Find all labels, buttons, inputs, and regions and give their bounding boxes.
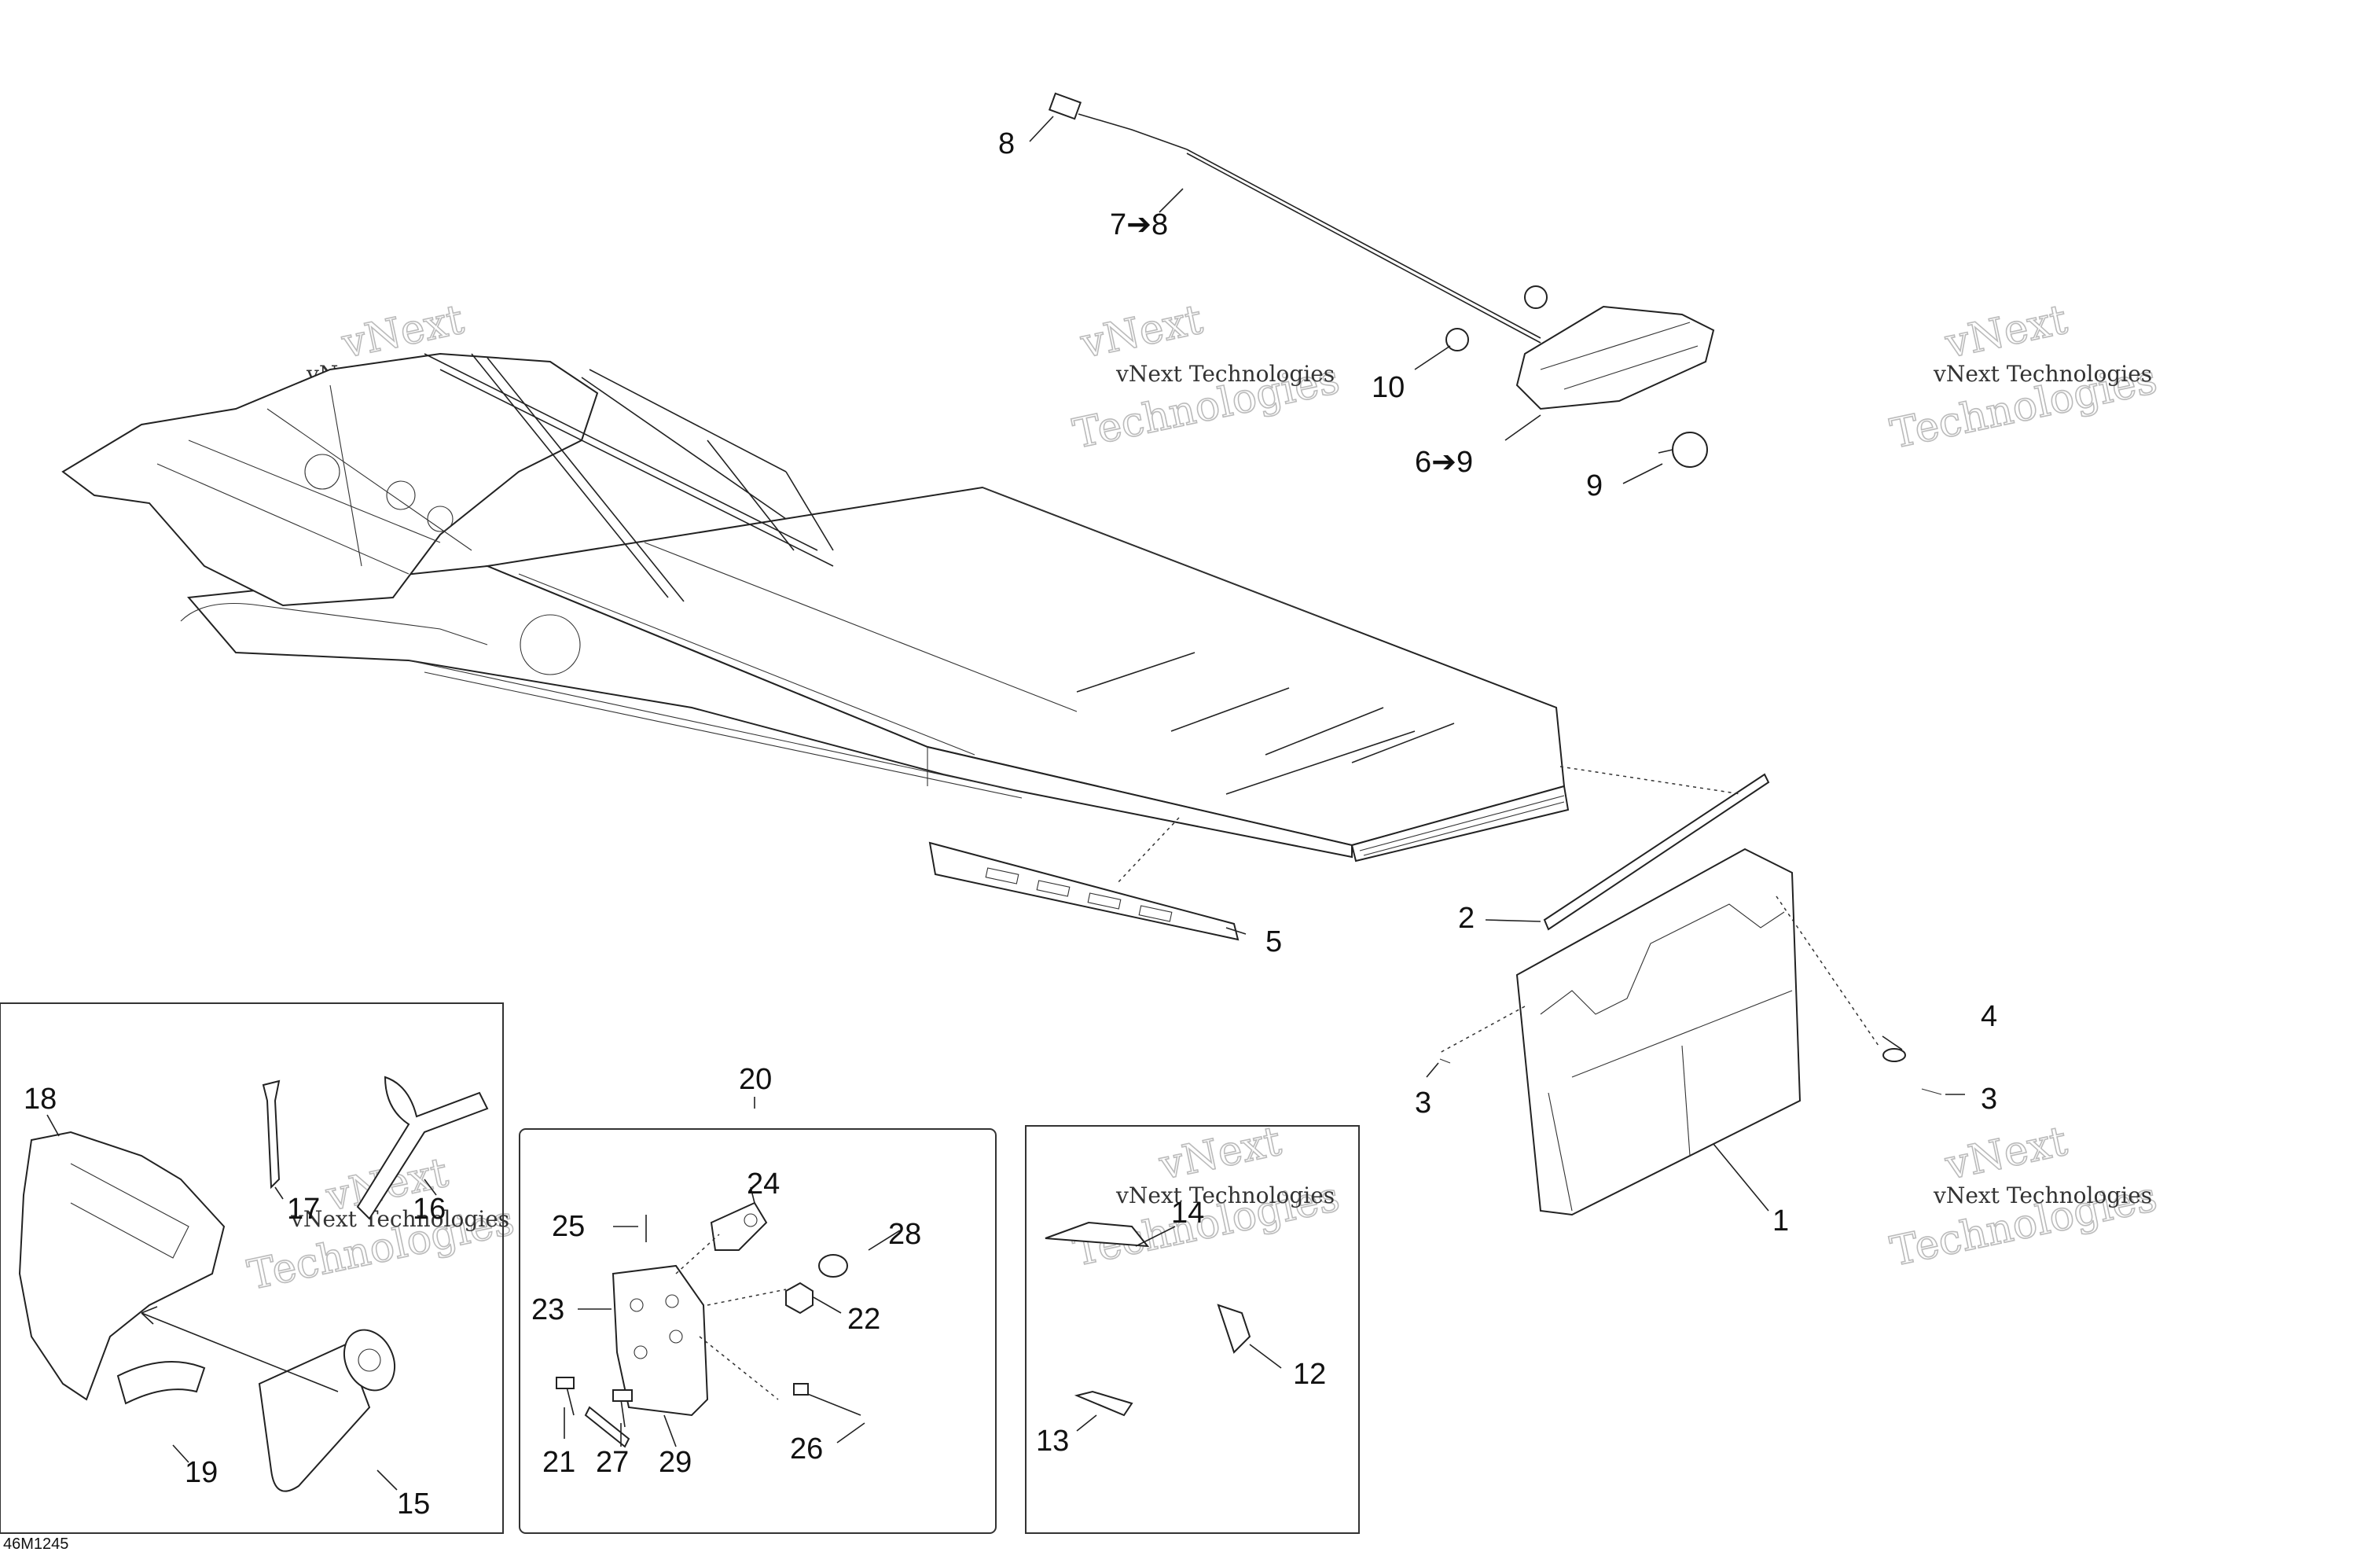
callout-29: 29 — [659, 1446, 692, 1479]
callout-20: 20 — [739, 1063, 772, 1096]
watermark-bottom-center: vNext Technologies vNext Technologies — [1068, 1117, 1344, 1277]
reinforcement-strip — [1543, 773, 1770, 931]
callouts: 8 7➔8 10 6➔9 9 5 2 3 4 3 1 18 17 16 19 1… — [24, 127, 1997, 1521]
watermark-bottom-right: vNext Technologies vNext Technologies — [1886, 1117, 2161, 1277]
watermark-text: vNext — [1076, 296, 1207, 368]
callout-26: 26 — [790, 1432, 823, 1466]
nut-part — [1882, 1048, 1906, 1062]
decal-box — [1025, 1125, 1360, 1534]
callout-22: 22 — [847, 1303, 880, 1336]
bolt-head — [556, 1377, 575, 1389]
callout-6: 6➔9 — [1415, 446, 1473, 479]
callout-21: 21 — [542, 1446, 575, 1479]
watermark-text: vNext Technologies — [290, 1206, 509, 1232]
tail-light-assembly — [1048, 92, 1715, 468]
callout-3-right: 3 — [1981, 1083, 1997, 1116]
decal-14 — [1045, 1221, 1150, 1248]
watermark-text: vNext Technologies — [1933, 361, 2152, 387]
tool-bag — [18, 1131, 226, 1401]
wrench-tool — [262, 1079, 281, 1190]
grommet-part — [1524, 285, 1548, 309]
wire-part — [1186, 149, 1541, 339]
callout-10: 10 — [1372, 371, 1405, 404]
callout-13: 13 — [1036, 1425, 1069, 1458]
callout-9: 9 — [1586, 469, 1603, 502]
callout-5: 5 — [1265, 925, 1282, 958]
strap-part — [116, 1361, 206, 1405]
callout-7: 7➔8 — [1110, 208, 1168, 241]
hitch-plate — [612, 1264, 709, 1417]
callout-25: 25 — [552, 1210, 585, 1243]
leader-lines — [46, 116, 1965, 1491]
tow-hitch-parts — [556, 1201, 861, 1448]
pin-part — [801, 1391, 861, 1416]
callout-4: 4 — [1981, 1000, 1997, 1033]
bushing-part — [818, 1254, 848, 1278]
callout-1: 1 — [1772, 1204, 1789, 1238]
decal-12 — [1217, 1304, 1251, 1354]
callout-24: 24 — [747, 1168, 780, 1201]
connector-part — [1048, 92, 1082, 120]
callout-14: 14 — [1171, 1197, 1204, 1230]
callout-8: 8 — [998, 127, 1015, 160]
callout-23: 23 — [531, 1293, 564, 1326]
tool-kit-parts — [18, 1076, 489, 1492]
hitch-bracket — [710, 1201, 768, 1251]
watermark-text: vNext — [1941, 1118, 2071, 1190]
spanner-tool — [356, 1076, 489, 1220]
wire-part — [1078, 113, 1188, 150]
bolt-head — [612, 1389, 633, 1402]
grommet-part — [1445, 328, 1469, 351]
chassis-frame — [61, 352, 1570, 862]
tow-hitch-box — [519, 1128, 997, 1534]
decal-parts — [1045, 1221, 1251, 1417]
callout-18: 18 — [24, 1083, 57, 1116]
watermark-text: vNext Technologies — [1115, 361, 1335, 387]
callout-3-left: 3 — [1415, 1087, 1431, 1120]
snow-flap — [1515, 848, 1802, 1216]
screw-part — [1439, 1058, 1451, 1064]
watermark-text: vNext — [1941, 296, 2071, 368]
tail-light-housing — [1515, 305, 1715, 410]
nut-part — [785, 1282, 814, 1315]
bulb-part — [1672, 432, 1708, 468]
drawing-code: 46M1245 — [3, 1535, 68, 1552]
callout-16: 16 — [413, 1193, 446, 1226]
callout-19: 19 — [185, 1456, 218, 1489]
rear-flap-assembly — [928, 766, 1942, 1216]
callout-15: 15 — [397, 1488, 430, 1521]
callout-27: 27 — [596, 1446, 629, 1479]
watermark-text: vNext Technologies — [1933, 1182, 2152, 1208]
tool-tube — [258, 1343, 371, 1492]
watermark-text: vNext Technologies — [1115, 1182, 1335, 1208]
watermark-top-right: vNext Technologies vNext Technologies — [1886, 296, 2161, 459]
callout-28: 28 — [888, 1218, 921, 1251]
callout-12: 12 — [1293, 1358, 1326, 1391]
side-plate — [928, 841, 1240, 941]
bolt-part — [584, 1406, 630, 1448]
wire-part — [1186, 153, 1541, 344]
callout-17: 17 — [287, 1193, 320, 1226]
watermark-top-center: vNext Technologies vNext Technologies — [1068, 296, 1344, 459]
callout-2: 2 — [1458, 902, 1475, 935]
watermark-text: vNext — [1155, 1118, 1285, 1190]
screw-part — [1921, 1088, 1942, 1095]
tool-kit-box — [0, 1002, 504, 1534]
decal-13 — [1074, 1390, 1133, 1417]
